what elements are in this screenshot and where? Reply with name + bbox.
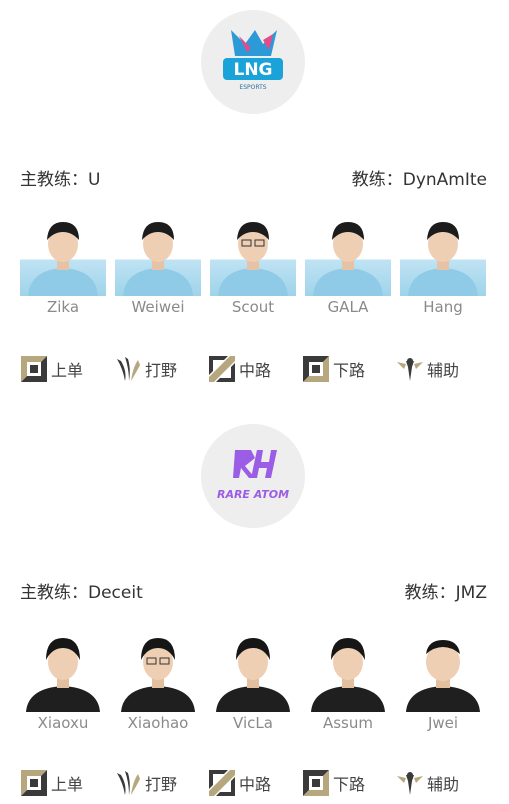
role-label: 打野 — [145, 775, 178, 794]
lng-player-roster: Zika Weiwei — [20, 214, 490, 322]
support-icon — [397, 772, 423, 795]
role-top: 上单 — [20, 354, 83, 384]
player-photo[interactable] — [115, 214, 201, 296]
player-card[interactable]: Assum — [305, 630, 391, 738]
player-avatar-icon — [218, 222, 288, 296]
coach-name[interactable]: JMZ — [455, 583, 487, 603]
role-label: 中路 — [239, 775, 272, 794]
role-label: 上单 — [51, 775, 84, 794]
player-name: Hang — [423, 298, 463, 316]
role-label: 辅助 — [427, 361, 460, 380]
bot-lane-icon — [303, 770, 329, 796]
role-jungle: 打野 — [114, 354, 177, 384]
head-coach-name[interactable]: U — [88, 170, 101, 190]
role-label: 中路 — [239, 361, 272, 380]
head-coach-label: 主教练： — [20, 170, 88, 190]
player-name: Assum — [322, 714, 373, 732]
player-avatar-icon — [216, 638, 290, 712]
role-support: 辅助 — [396, 354, 459, 384]
player-name: Scout — [231, 298, 275, 316]
lng-coaches-row: 主教练：U 教练：DynAmIte — [20, 165, 487, 190]
lng-role-row: 上单 打野 中路 下路 — [20, 354, 490, 384]
bot-lane-icon — [303, 356, 329, 382]
player-name: Xiaohao — [127, 714, 189, 732]
coach-label: 教练： — [351, 170, 403, 190]
mid-lane-icon — [209, 770, 235, 796]
player-avatar-icon — [311, 638, 385, 712]
role-top: 上单 — [20, 768, 83, 798]
player-card[interactable]: Jwei — [400, 630, 486, 738]
coach: 教练：JMZ — [405, 578, 487, 603]
player-avatar-icon — [26, 638, 100, 712]
player-avatar-icon — [406, 640, 480, 712]
player-avatar-icon — [408, 222, 478, 296]
player-card[interactable]: Weiwei — [115, 214, 201, 322]
player-name: Jwei — [427, 714, 459, 732]
player-card[interactable]: GALA — [305, 214, 391, 322]
top-lane-icon — [21, 356, 47, 382]
player-card[interactable]: Xiaohao — [115, 630, 201, 738]
player-card[interactable]: Scout — [210, 214, 296, 322]
player-photo[interactable] — [210, 214, 296, 296]
player-name: GALA — [327, 298, 369, 316]
role-label: 打野 — [145, 361, 178, 380]
role-bot: 下路 — [302, 768, 365, 798]
rare-atom-logo-icon: RARE ATOM — [217, 450, 289, 501]
svg-text:RARE ATOM: RARE ATOM — [217, 488, 289, 501]
role-label: 上单 — [51, 361, 84, 380]
player-card[interactable]: Hang — [400, 214, 486, 322]
player-avatar-icon — [313, 222, 383, 296]
player-name: Weiwei — [131, 298, 185, 316]
player-photo[interactable] — [400, 630, 486, 712]
player-card[interactable]: Zika — [20, 214, 106, 322]
role-label: 辅助 — [427, 775, 460, 794]
role-support: 辅助 — [396, 768, 459, 798]
svg-text:ESPORTS: ESPORTS — [239, 84, 266, 91]
top-lane-icon — [21, 770, 47, 796]
role-jungle: 打野 — [114, 768, 177, 798]
rare-atom-team-logo[interactable]: RARE ATOM — [201, 424, 305, 528]
mid-lane-icon — [209, 356, 235, 382]
rare-atom-player-roster: Xiaoxu Xiaohao — [20, 630, 490, 738]
role-bot: 下路 — [302, 354, 365, 384]
head-coach-name[interactable]: Deceit — [88, 583, 143, 603]
rare-atom-coaches-row: 主教练：Deceit 教练：JMZ — [20, 578, 487, 603]
svg-text:LNG: LNG — [233, 60, 272, 80]
player-photo[interactable] — [20, 214, 106, 296]
coach-label: 教练： — [404, 583, 456, 603]
role-label: 下路 — [333, 361, 366, 380]
player-photo[interactable] — [400, 214, 486, 296]
rare-atom-role-row: 上单 打野 中路 下路 — [20, 768, 490, 798]
head-coach-label: 主教练： — [20, 583, 88, 603]
player-photo[interactable] — [305, 630, 391, 712]
player-card[interactable]: Xiaoxu — [20, 630, 106, 738]
jungle-icon — [117, 771, 140, 795]
role-mid: 中路 — [208, 768, 271, 798]
head-coach: 主教练：U — [20, 165, 100, 190]
player-photo[interactable] — [20, 630, 106, 712]
player-name: Zika — [46, 298, 80, 316]
player-name: Xiaoxu — [37, 714, 89, 732]
role-mid: 中路 — [208, 354, 271, 384]
player-avatar-icon — [121, 638, 195, 712]
player-avatar-icon — [123, 222, 193, 296]
lng-team-logo[interactable]: LNG ESPORTS — [201, 10, 305, 114]
support-icon — [397, 358, 423, 381]
player-name: VicLa — [233, 714, 273, 732]
coach: 教练：DynAmIte — [352, 165, 487, 190]
coach-name[interactable]: DynAmIte — [402, 170, 487, 190]
head-coach: 主教练：Deceit — [20, 578, 143, 603]
player-photo[interactable] — [115, 630, 201, 712]
jungle-icon — [117, 357, 140, 381]
lng-logo-icon: LNG ESPORTS — [223, 30, 283, 91]
player-photo[interactable] — [305, 214, 391, 296]
player-card[interactable]: VicLa — [210, 630, 296, 738]
role-label: 下路 — [333, 775, 366, 794]
player-photo[interactable] — [210, 630, 296, 712]
player-avatar-icon — [28, 222, 98, 296]
